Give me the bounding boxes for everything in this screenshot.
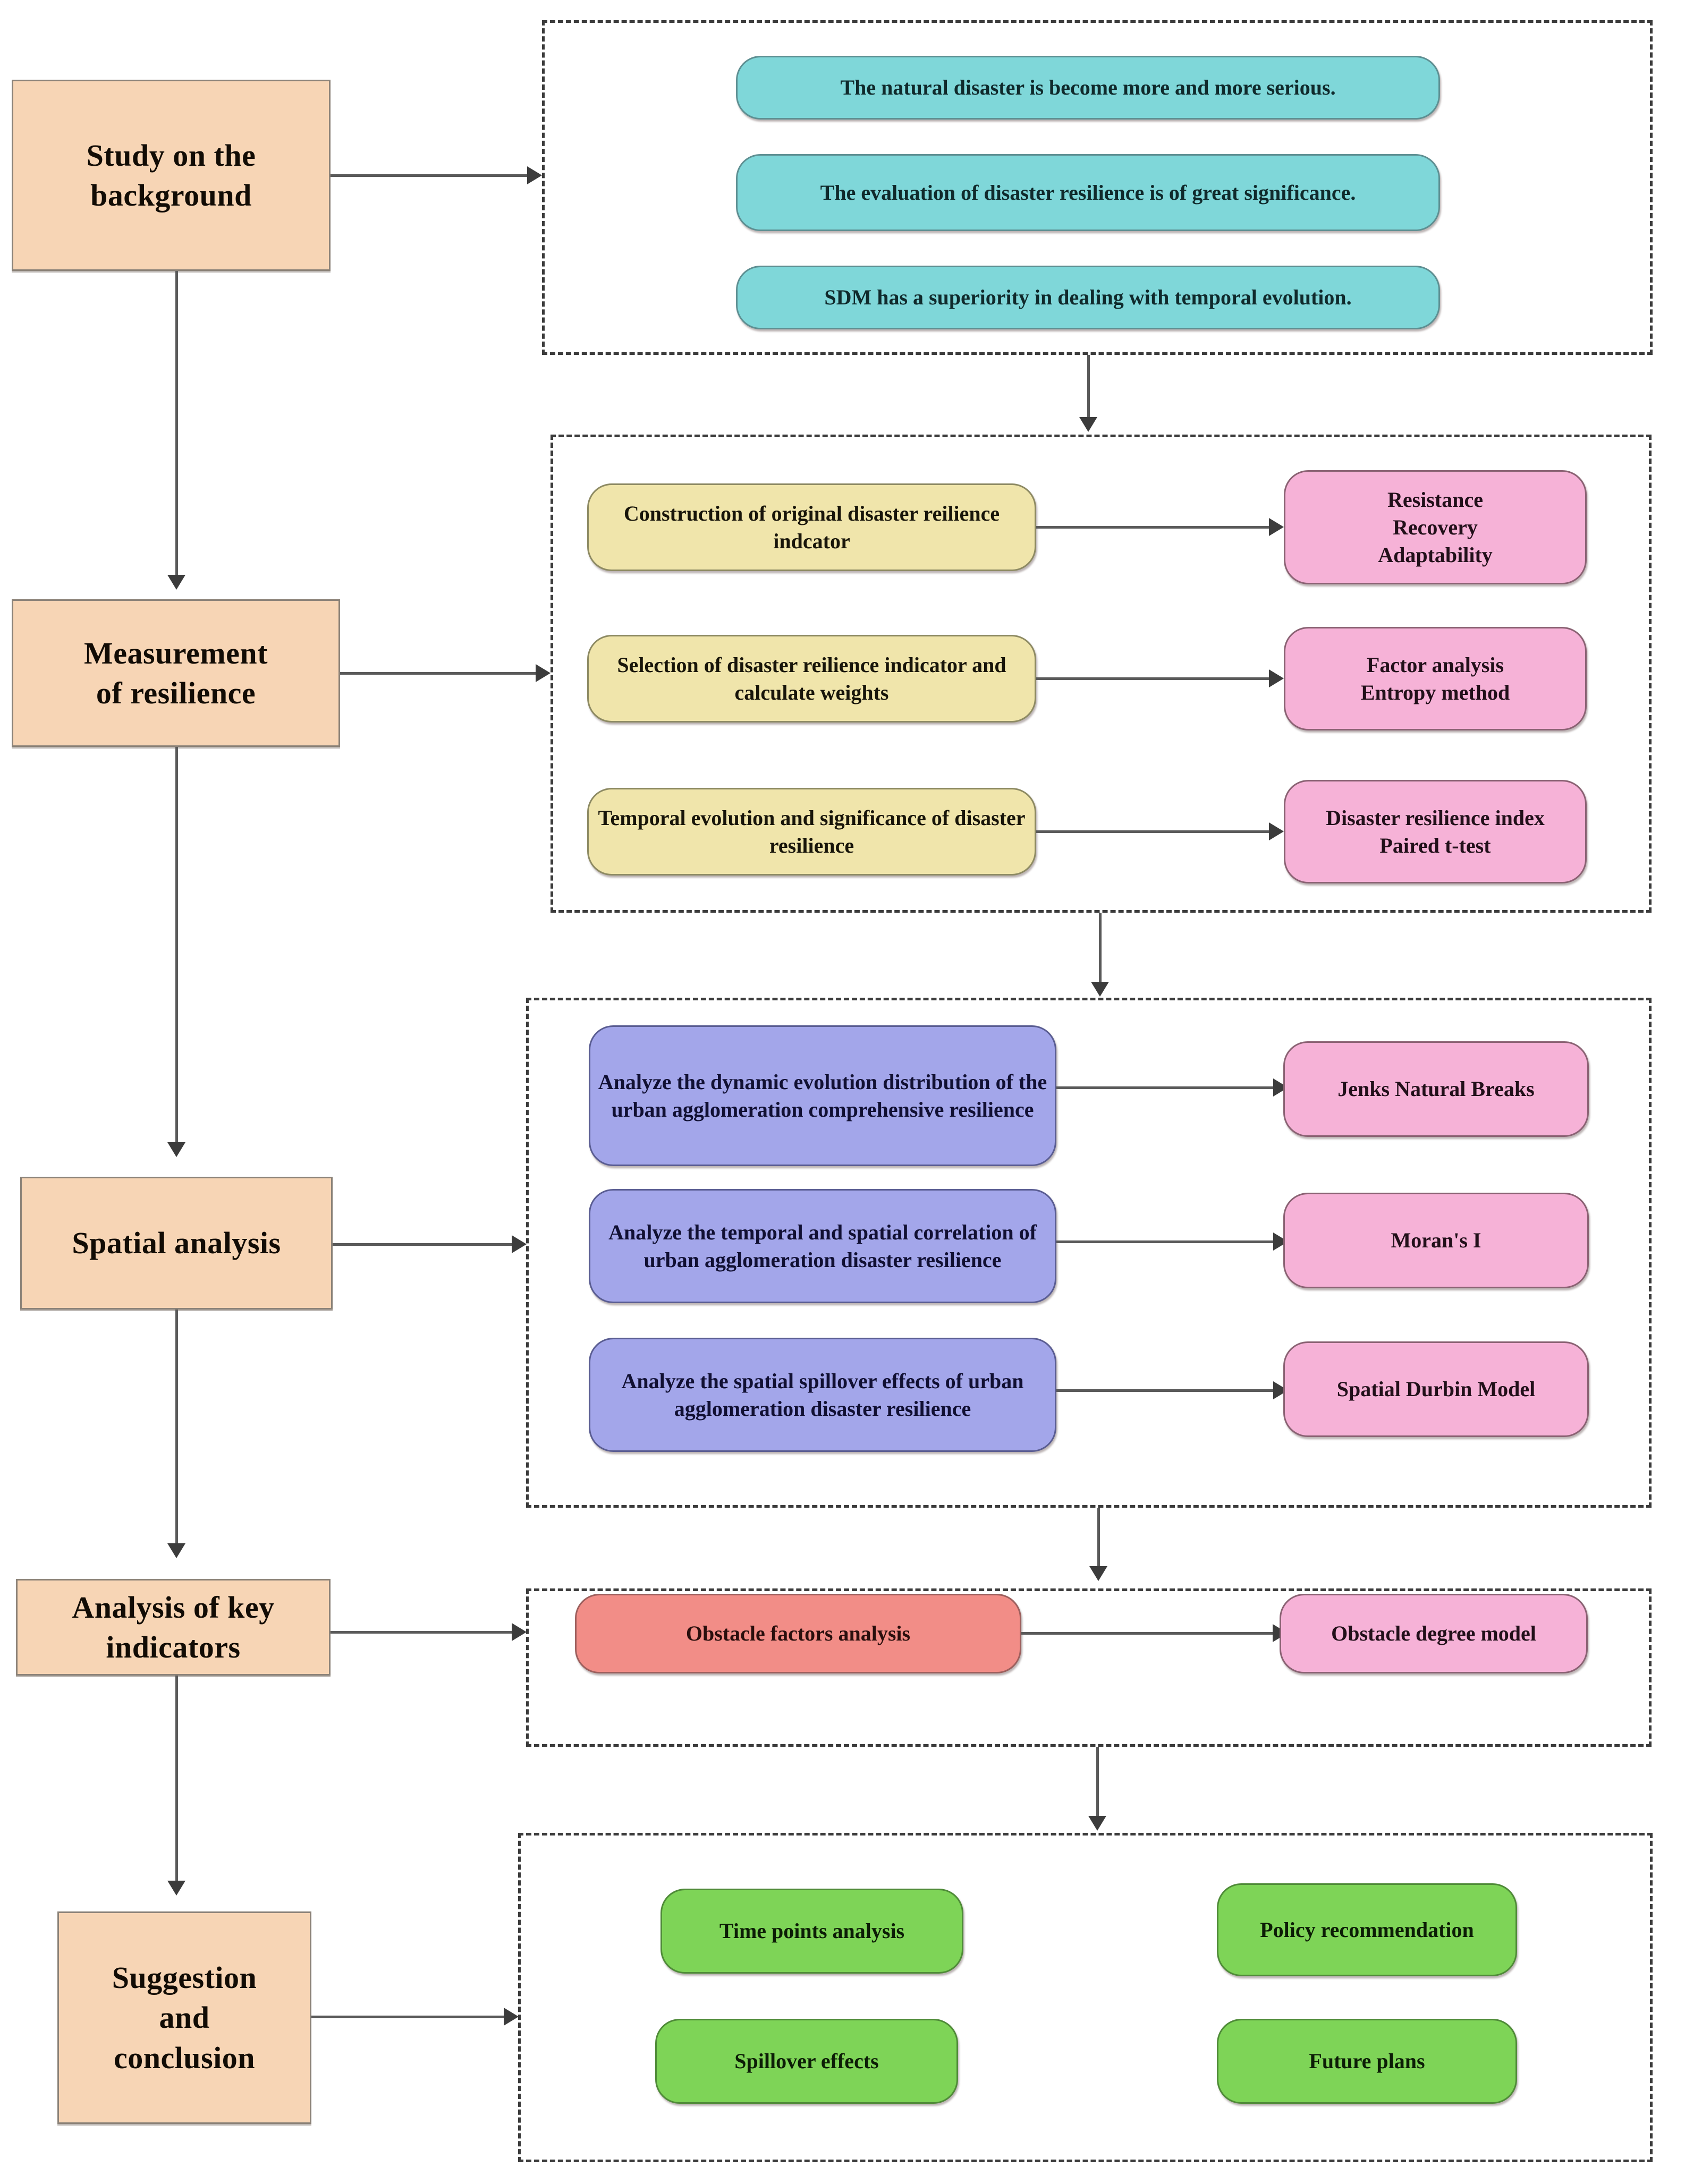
measurement-item-2-right-label: Factor analysis Entropy method	[1360, 652, 1510, 704]
measurement-item-3-right-label: Disaster resilience index Paired t-test	[1326, 805, 1545, 857]
stage-box-measurement[interactable]: Measurement of resilience	[12, 599, 340, 747]
arrowhead-spatial-to-section	[512, 1235, 527, 1253]
connector-measurement-row1	[1036, 526, 1270, 529]
spatial-item-3-right[interactable]: Spatial Durbin Model	[1283, 1341, 1589, 1437]
connector-measurement-row2	[1036, 677, 1270, 680]
connector-spatial-row3	[1056, 1389, 1274, 1392]
measurement-item-2-right[interactable]: Factor analysis Entropy method	[1284, 627, 1587, 730]
spatial-item-3-left-label: Analyze the spatial spillover effects of…	[621, 1369, 1024, 1421]
spatial-item-2-right[interactable]: Moran's I	[1283, 1193, 1589, 1288]
stage-box-spatial[interactable]: Spatial analysis	[20, 1177, 333, 1310]
arrowhead-measurement-row2	[1269, 669, 1284, 687]
stage-label-background: Study on the background	[86, 138, 256, 213]
measurement-item-3-left-label: Temporal evolution and significance of d…	[598, 805, 1026, 857]
connector-key-to-section	[331, 1631, 514, 1634]
connector-background-to-measurement	[175, 271, 178, 584]
spatial-item-1-right[interactable]: Jenks Natural Breaks	[1283, 1041, 1589, 1137]
connector-section2-to-section3	[1099, 913, 1102, 992]
connector-background-to-section	[331, 174, 527, 177]
arrowhead-background-to-section	[527, 166, 542, 184]
conclusion-item-2-right[interactable]: Future plans	[1217, 2019, 1517, 2104]
measurement-item-1-right-label: Resistance Recovery Adaptability	[1378, 487, 1493, 567]
connector-spatial-to-section	[333, 1243, 513, 1246]
stage-label-spatial: Spatial analysis	[72, 1226, 281, 1261]
stage-label-measurement: Measurement of resilience	[84, 635, 268, 710]
measurement-item-2-left[interactable]: Selection of disaster reilience indicato…	[587, 635, 1036, 723]
stage-box-background[interactable]: Study on the background	[12, 80, 331, 271]
arrowhead-spatial-to-key	[167, 1543, 185, 1558]
connector-spatial-row1	[1056, 1086, 1274, 1089]
arrowhead-key-to-section	[512, 1623, 527, 1641]
measurement-item-1-right[interactable]: Resistance Recovery Adaptability	[1284, 470, 1587, 584]
arrowhead-measurement-to-spatial	[167, 1142, 185, 1157]
connector-spatial-to-key	[175, 1310, 178, 1550]
background-item-2-label: The evaluation of disaster resilience is…	[820, 180, 1356, 205]
stage-box-key-indicators[interactable]: Analysis of key indicators	[16, 1579, 331, 1676]
background-item-1-label: The natural disaster is become more and …	[840, 75, 1336, 99]
connector-key-to-suggestion	[175, 1676, 178, 1888]
measurement-item-1-left-label: Construction of original disaster reilie…	[623, 501, 1000, 553]
connector-measurement-row3	[1036, 830, 1270, 833]
key-item-1-right[interactable]: Obstacle degree model	[1280, 1594, 1588, 1673]
spatial-section-group	[526, 998, 1652, 1508]
conclusion-item-1-left-label: Time points analysis	[719, 1919, 905, 1943]
connector-spatial-row2	[1056, 1240, 1274, 1243]
conclusion-item-2-left[interactable]: Spillover effects	[655, 2019, 958, 2104]
connector-suggestion-to-section	[311, 2016, 506, 2018]
connector-section1-to-section2	[1087, 355, 1090, 427]
arrowhead-suggestion-to-section	[504, 2008, 519, 2026]
measurement-item-1-left[interactable]: Construction of original disaster reilie…	[587, 483, 1036, 571]
measurement-item-3-right[interactable]: Disaster resilience index Paired t-test	[1284, 780, 1587, 883]
measurement-item-3-left[interactable]: Temporal evolution and significance of d…	[587, 788, 1036, 876]
spatial-item-1-left-label: Analyze the dynamic evolution distributi…	[598, 1069, 1047, 1121]
arrowhead-background-to-measurement	[167, 575, 185, 590]
arrowhead-measurement-row1	[1269, 518, 1284, 536]
conclusion-item-2-right-label: Future plans	[1309, 2049, 1425, 2073]
arrowhead-section4-to-section5	[1088, 1816, 1106, 1831]
key-item-1-left-label: Obstacle factors analysis	[685, 1621, 911, 1645]
connector-measurement-to-spatial	[175, 747, 178, 1151]
background-item-3[interactable]: SDM has a superiority in dealing with te…	[736, 266, 1440, 329]
stage-label-key-indicators: Analysis of key indicators	[72, 1590, 275, 1664]
arrowhead-measurement-to-section	[536, 664, 551, 682]
spatial-item-3-right-label: Spatial Durbin Model	[1336, 1377, 1536, 1401]
stage-label-suggestion: Suggestion and conclusion	[112, 1960, 257, 2075]
background-item-2[interactable]: The evaluation of disaster resilience is…	[736, 154, 1440, 231]
spatial-item-3-left[interactable]: Analyze the spatial spillover effects of…	[589, 1338, 1056, 1452]
conclusion-item-1-right[interactable]: Policy recommendation	[1217, 1883, 1517, 1976]
arrowhead-section2-to-section3	[1091, 982, 1109, 997]
arrowhead-section3-to-section4	[1089, 1566, 1107, 1581]
measurement-item-2-left-label: Selection of disaster reilience indicato…	[617, 652, 1006, 704]
stage-box-suggestion[interactable]: Suggestion and conclusion	[57, 1911, 311, 2124]
background-item-3-label: SDM has a superiority in dealing with te…	[824, 285, 1352, 309]
arrowhead-key-to-suggestion	[167, 1881, 185, 1896]
arrowhead-measurement-row3	[1269, 822, 1284, 840]
conclusion-item-1-right-label: Policy recommendation	[1260, 1917, 1474, 1942]
spatial-item-2-right-label: Moran's I	[1391, 1228, 1481, 1252]
spatial-item-2-left[interactable]: Analyze the temporal and spatial correla…	[589, 1189, 1056, 1303]
spatial-item-1-left[interactable]: Analyze the dynamic evolution distributi…	[589, 1025, 1056, 1166]
key-item-1-right-label: Obstacle degree model	[1331, 1621, 1536, 1645]
conclusion-item-1-left[interactable]: Time points analysis	[661, 1889, 963, 1974]
connector-measurement-to-section	[340, 672, 537, 675]
key-item-1-left[interactable]: Obstacle factors analysis	[575, 1594, 1021, 1673]
measurement-section-group	[551, 435, 1652, 913]
connector-key-row1	[1021, 1632, 1274, 1635]
background-section-group	[542, 20, 1653, 355]
conclusion-section-group	[518, 1833, 1653, 2162]
connector-section4-to-section5	[1096, 1747, 1099, 1826]
key-indicators-section-group	[526, 1588, 1652, 1747]
background-item-1[interactable]: The natural disaster is become more and …	[736, 56, 1440, 120]
spatial-item-1-right-label: Jenks Natural Breaks	[1337, 1077, 1535, 1101]
conclusion-item-2-left-label: Spillover effects	[734, 2049, 879, 2073]
connector-section3-to-section4	[1097, 1508, 1100, 1577]
spatial-item-2-left-label: Analyze the temporal and spatial correla…	[608, 1220, 1037, 1272]
arrowhead-section1-to-section2	[1079, 417, 1097, 432]
